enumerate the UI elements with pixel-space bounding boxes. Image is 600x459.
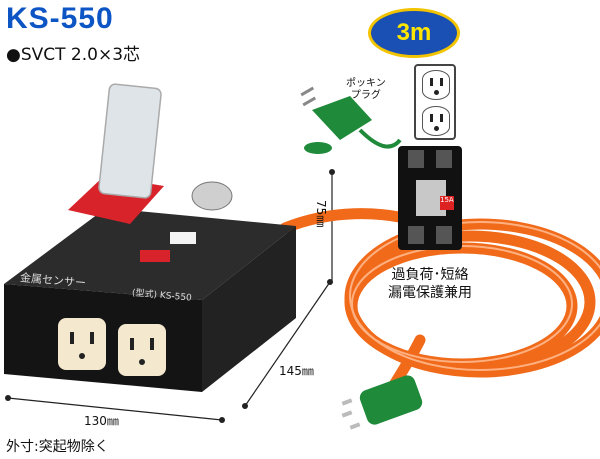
dimension-depth: 145㎜: [279, 364, 314, 378]
breaker-label: 過負荷･短絡 漏電保護兼用: [388, 266, 472, 302]
dimension-dots: [5, 169, 335, 423]
outlet-face-bottom: [422, 106, 450, 136]
dimension-lines: [7, 172, 333, 421]
dimension-note: 外寸:突起物除く: [6, 439, 109, 455]
length-badge: 3m: [368, 8, 460, 58]
control-box: [4, 83, 296, 392]
pokkin-plug-icon: [300, 86, 402, 154]
breaker-label-line1: 過負荷･短絡: [391, 267, 469, 283]
dimension-width: 130㎜: [84, 414, 119, 428]
plug-label: ポッキン プラグ: [346, 78, 386, 102]
circuit-breaker: [398, 146, 462, 250]
breaker-rating: 15A: [440, 196, 454, 204]
cable-spec: ●SVCT 2.0×3芯: [6, 45, 141, 65]
model-title: KS-550: [6, 2, 114, 35]
length-badge-text: 3m: [396, 19, 432, 46]
outlet-icon: [414, 64, 456, 140]
outlet-face-top: [422, 70, 450, 100]
plug-label-line1: ポッキン: [346, 78, 386, 89]
green-plug: [341, 375, 423, 430]
breaker-label-line2: 漏電保護兼用: [388, 285, 472, 301]
plug-label-line2: プラグ: [350, 90, 381, 101]
dimension-height: 75㎜: [314, 200, 328, 228]
